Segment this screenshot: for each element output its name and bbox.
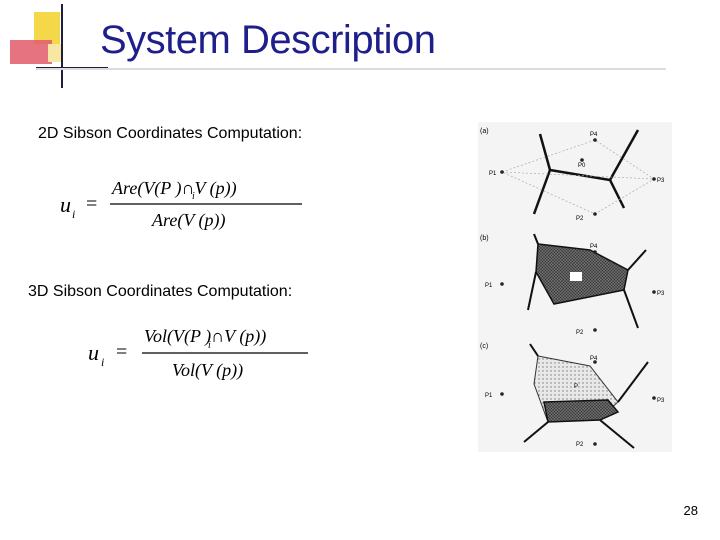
formula-2d-lhs-sub: i: [72, 207, 75, 221]
panel-b-p1-label: P1: [485, 283, 493, 289]
panel-c-p1-label: P1: [485, 393, 493, 399]
formula-3d-numerator-sub: i: [208, 340, 211, 351]
formula-2d-equals: =: [86, 193, 97, 215]
panel-a-label: (a): [480, 128, 489, 135]
panel-b-p4-label: P4: [590, 244, 598, 250]
panel-c-p4-label: P4: [590, 356, 598, 362]
deco-yellow-square: [34, 12, 60, 44]
page-number: 28: [683, 503, 698, 518]
formula-3d: u i = Vol(V(P )∩V (p)) i Vol(V (p)): [88, 326, 308, 381]
formula-3d-numerator: Vol(V(P )∩V (p)): [144, 326, 266, 347]
formula-3d-lhs-sub: i: [101, 355, 104, 369]
deco-light-square: [48, 44, 62, 62]
panel-c-label: (c): [480, 343, 488, 350]
slide-title: System Description: [100, 18, 436, 62]
panel-b-p-marker: [570, 272, 582, 281]
panel-b-p3-label: P3: [657, 291, 665, 297]
panel-a-p4-label: P4: [590, 132, 598, 138]
title-underline: [36, 68, 666, 70]
formula-2d-denominator: Are(V (p)): [151, 210, 225, 231]
formula-3d-denominator: Vol(V (p)): [172, 360, 243, 381]
panel-c-points: [500, 360, 656, 446]
panel-a-p3-label: P3: [657, 178, 665, 184]
panel-c-p-label: P: [574, 384, 578, 390]
deco-red-square: [10, 40, 52, 64]
panel-c-p3-label: P3: [657, 398, 665, 404]
panel-b-label: (b): [480, 235, 489, 242]
panel-a-p2-label: P2: [576, 216, 584, 222]
panel-a-p1-label: P1: [489, 171, 497, 177]
panel-a-p0-label: P0: [578, 163, 586, 169]
corner-decoration: [10, 4, 108, 88]
panel-b-voronoi-edges: [527, 233, 647, 329]
panel-c-shaded-region: [543, 399, 620, 423]
panel-c-voronoi-edges: [523, 343, 649, 449]
formula-2d-lhs: u: [60, 192, 71, 217]
formula-2d-numerator: Are(V(P )∩V (p)): [111, 178, 237, 199]
voronoi-figure: (a) P1 P4 P3 P2 P0 (b) P1 P4 P3 P2 (c): [478, 122, 672, 452]
panel-b-points: [500, 250, 656, 332]
formula-2d: u i = Are(V(P )∩V (p)) i Are(V (p)): [60, 178, 302, 231]
formula-2d-numerator-sub: i: [192, 191, 195, 202]
formula-3d-equals: =: [116, 341, 127, 363]
formula-3d-lhs: u: [88, 340, 99, 365]
label-2d: 2D Sibson Coordinates Computation:: [38, 125, 303, 142]
panel-a-points: [500, 138, 656, 216]
panel-c-p2-label: P2: [576, 442, 584, 448]
panel-b-p2-label: P2: [576, 330, 584, 336]
panel-a-voronoi-edges: [532, 129, 640, 215]
label-3d: 3D Sibson Coordinates Computation:: [28, 283, 293, 300]
